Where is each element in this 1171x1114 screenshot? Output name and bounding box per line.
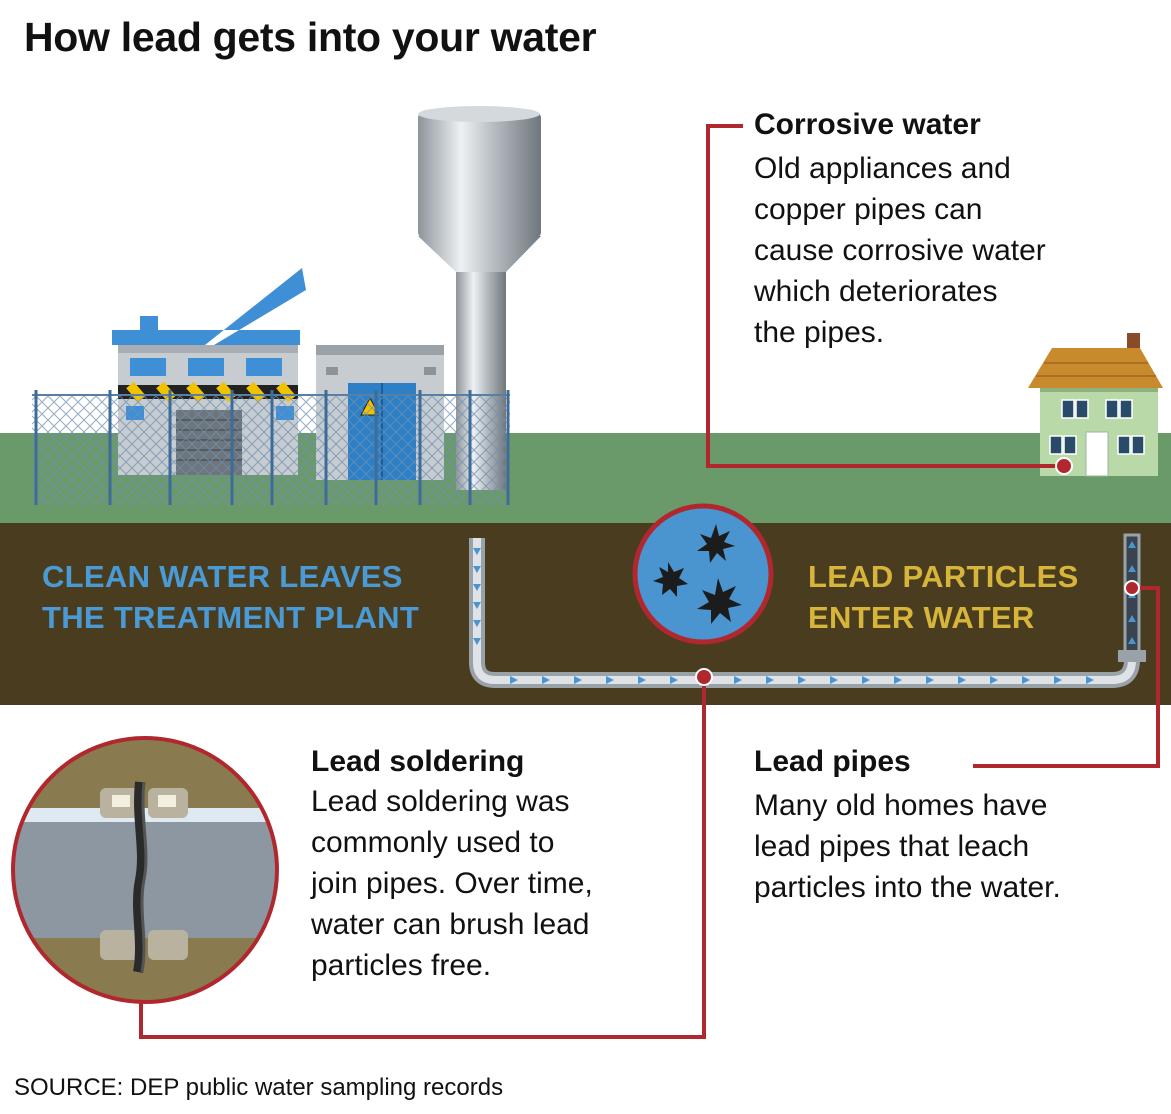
- callout-line: lead pipes that leach: [754, 830, 1030, 863]
- callout-line: Many old homes have: [754, 789, 1048, 822]
- leader-dots: [695, 457, 1140, 686]
- corrosive-water-callout: Corrosive water Old appliances and coppe…: [754, 108, 1046, 353]
- clean-water-label-line: CLEAN WATER LEAVES: [42, 559, 403, 594]
- leader-lines: [139, 124, 1160, 1039]
- callout-heading: Lead soldering: [311, 745, 525, 778]
- callout-body: Old appliances and copper pipes can caus…: [754, 148, 1046, 353]
- soldering-inset: [11, 736, 279, 1004]
- clean-water-label: CLEAN WATER LEAVES THE TREATMENT PLANT: [42, 556, 419, 638]
- callout-line: water can brush lead: [311, 908, 590, 941]
- callout-heading: Corrosive water: [754, 108, 981, 141]
- callout-line: particles free.: [311, 949, 492, 982]
- water-tower: [418, 106, 541, 490]
- callout-line: join pipes. Over time,: [311, 867, 593, 900]
- callout-line: cause corrosive water: [754, 234, 1046, 267]
- lead-particles-label: LEAD PARTICLES ENTER WATER: [808, 556, 1079, 638]
- callout-body: Lead soldering was commonly used to join…: [311, 781, 593, 986]
- callout-line: which deteriorates: [754, 275, 998, 308]
- callout-body: Many old homes have lead pipes that leac…: [754, 785, 1061, 908]
- callout-line: particles into the water.: [754, 871, 1061, 904]
- callout-line: Old appliances and: [754, 152, 1011, 185]
- lead-pipes-callout: Lead pipes Many old homes have lead pipe…: [754, 745, 1061, 908]
- callout-heading: Lead pipes: [754, 745, 911, 778]
- lead-particles-label-line: ENTER WATER: [808, 600, 1035, 635]
- source-note: SOURCE: DEP public water sampling record…: [14, 1074, 504, 1101]
- lead-particles-label-line: LEAD PARTICLES: [808, 559, 1079, 594]
- callout-line: copper pipes can: [754, 193, 983, 226]
- clean-water-label-line: THE TREATMENT PLANT: [42, 600, 420, 635]
- lead-soldering-callout: Lead soldering Lead soldering was common…: [311, 745, 593, 986]
- callout-line: Lead soldering was: [311, 785, 570, 818]
- lead-particles-magnifier: [632, 503, 774, 645]
- house: [1028, 333, 1163, 477]
- callout-line: the pipes.: [754, 316, 885, 349]
- callout-line: commonly used to: [311, 826, 555, 859]
- page-title: How lead gets into your water: [24, 14, 597, 60]
- chain-link-fence: [32, 390, 510, 505]
